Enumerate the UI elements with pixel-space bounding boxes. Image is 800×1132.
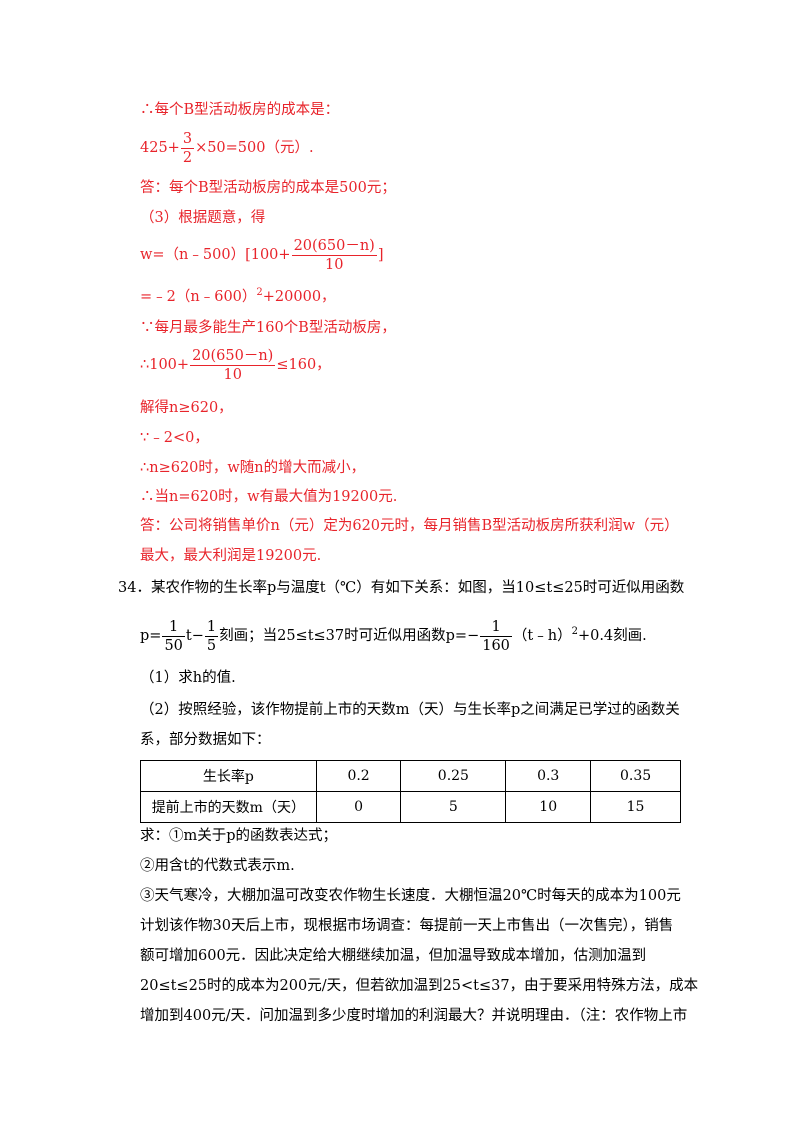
solution-line-7: ∵每月最多能生产160个B型活动板房， [140, 320, 396, 336]
subquestion-3-line-3: 额可增加600元．因此决定给大棚继续加温，但加温导致成本增加，估测加温到 [140, 948, 647, 964]
solution-line-5: w=（n﹣500）[100+20(650－n)10] [140, 237, 384, 273]
solution-line-3: 答：每个B型活动板房的成本是500元； [140, 180, 396, 196]
subquestion-1: 求：①m关于p的函数表达式； [140, 828, 338, 844]
table-cell: 0.3 [505, 760, 592, 792]
table-cell: 15 [590, 791, 681, 823]
table-cell: 0.35 [590, 760, 681, 792]
question-1: （1）求h的值. [140, 670, 236, 686]
table-row: 提前上市的天数m（天） 0 5 10 15 [140, 791, 681, 823]
fraction-formula: 20(650－n)10 [291, 237, 377, 273]
subquestion-3-line-1: ③天气寒冷，大棚加温可改变农作物生长速度．大棚恒温20℃时每天的成本为100元 [140, 888, 681, 904]
subquestion-3-line-2: 计划该作物30天后上市，现根据市场调查：每提前一天上市售出（一次售完），销售 [140, 918, 674, 934]
question-2-line-1: （2）按照经验，该作物提前上市的天数m（天）与生长率p之间满足已学过的函数关 [140, 702, 680, 718]
solution-line-9: 解得n≥620， [140, 400, 233, 416]
data-table: 生长率p 0.2 0.25 0.3 0.35 提前上市的天数m（天） 0 5 1… [140, 760, 681, 823]
solution-line-12: ∴当n=620时，w有最大值为19200元. [140, 489, 398, 505]
table-cell: 0.2 [315, 760, 402, 792]
subquestion-3-line-5: 增加到400元/天．问加温到多少度时增加的利润最大？并说明理由．（注：农作物上市 [140, 1008, 688, 1024]
solution-line-11: ∴n≥620时，w随n的增大而减小， [140, 460, 366, 476]
subquestion-2: ②用含t的代数式表示m. [140, 858, 295, 874]
table-cell: 0.25 [400, 760, 507, 792]
solution-line-4: （3）根据题意，得 [140, 210, 266, 226]
table-row: 生长率p 0.2 0.25 0.3 0.35 [140, 760, 681, 792]
table-cell: 提前上市的天数m（天） [140, 791, 317, 823]
subquestion-3-line-4: 20≤t≤25时的成本为200元/天，但若欲加温到25<t≤37，由于要采用特殊… [140, 978, 699, 994]
solution-line-14: 最大，最大利润是19200元. [140, 548, 322, 564]
solution-line-6: =﹣2（n﹣600）2+20000， [140, 287, 336, 305]
table-cell: 生长率p [140, 760, 317, 792]
problem-34-line-1: 34．某农作物的生长率p与温度t（℃）有如下关系：如图，当10≤t≤25时可近似… [118, 580, 685, 596]
solution-line-13: 答：公司将销售单价n（元）定为620元时，每月销售B型活动板房所获利润w（元） [140, 518, 679, 534]
problem-number: 34． [118, 580, 151, 596]
table-cell: 10 [505, 791, 592, 823]
table-cell: 5 [400, 791, 507, 823]
table-cell: 0 [315, 791, 402, 823]
question-2-line-2: 系，部分数据如下： [140, 732, 271, 748]
solution-line-10: ∵﹣2<0， [140, 430, 209, 446]
fraction-inequality: 20(650－n)10 [190, 347, 276, 383]
solution-line-1: ∴每个B型活动板房的成本是： [140, 102, 340, 118]
solution-line-8: ∴100+20(650－n)10≤160， [140, 347, 331, 383]
